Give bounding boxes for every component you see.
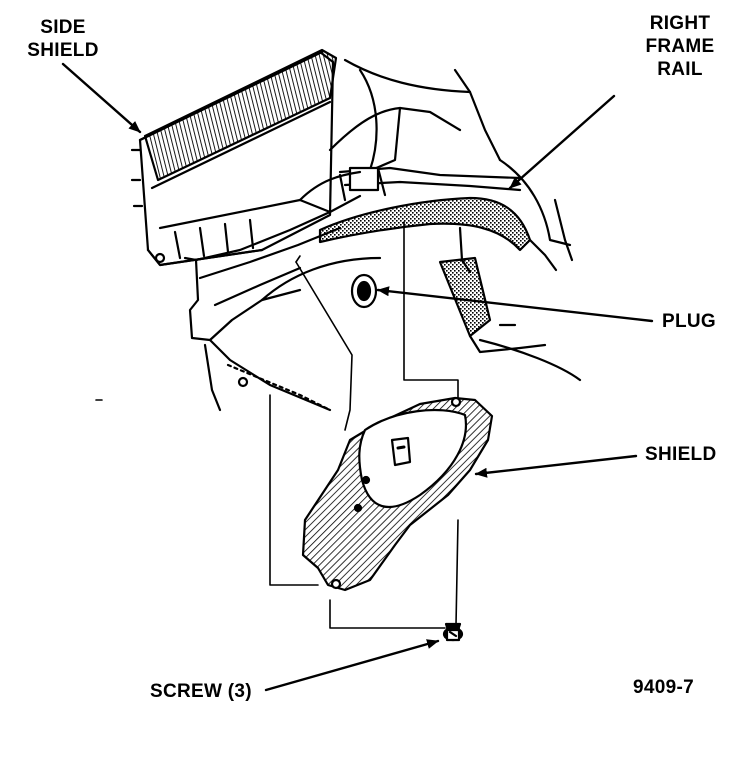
- callout-arrows: [61, 62, 654, 692]
- shield-label: SHIELD: [645, 444, 717, 465]
- figure-number: 9409-7: [633, 677, 694, 698]
- shield-part: [301, 396, 494, 592]
- side-shield-arrow: [61, 62, 142, 134]
- side-shield-part: [130, 48, 338, 267]
- right-frame-rail-label: RIGHT FRAME RAIL: [630, 12, 730, 81]
- frame-rail-arrow: [508, 94, 616, 190]
- alignment-lines: [95, 221, 459, 629]
- screw-label: SCREW (3): [150, 681, 252, 702]
- side-shield-label-line2: SHIELD: [27, 40, 99, 61]
- right-frame-rail-label-line2: FRAME: [645, 36, 715, 57]
- side-shield-label-line1: SIDE: [40, 17, 86, 38]
- side-shield-label: SIDE SHIELD: [18, 16, 108, 62]
- screw-arrow: [264, 639, 440, 692]
- right-frame-rail-label-line3: RAIL: [657, 59, 703, 80]
- plug-arrow: [376, 286, 654, 323]
- shield-arrow: [474, 454, 638, 478]
- wheelhouse-structure: [183, 58, 522, 412]
- right-frame-rail-label-line1: RIGHT: [649, 13, 711, 34]
- plug-part: [350, 273, 378, 309]
- screw-part: [442, 622, 464, 642]
- right-frame-rail-part: [318, 158, 582, 382]
- plug-label: PLUG: [662, 311, 716, 332]
